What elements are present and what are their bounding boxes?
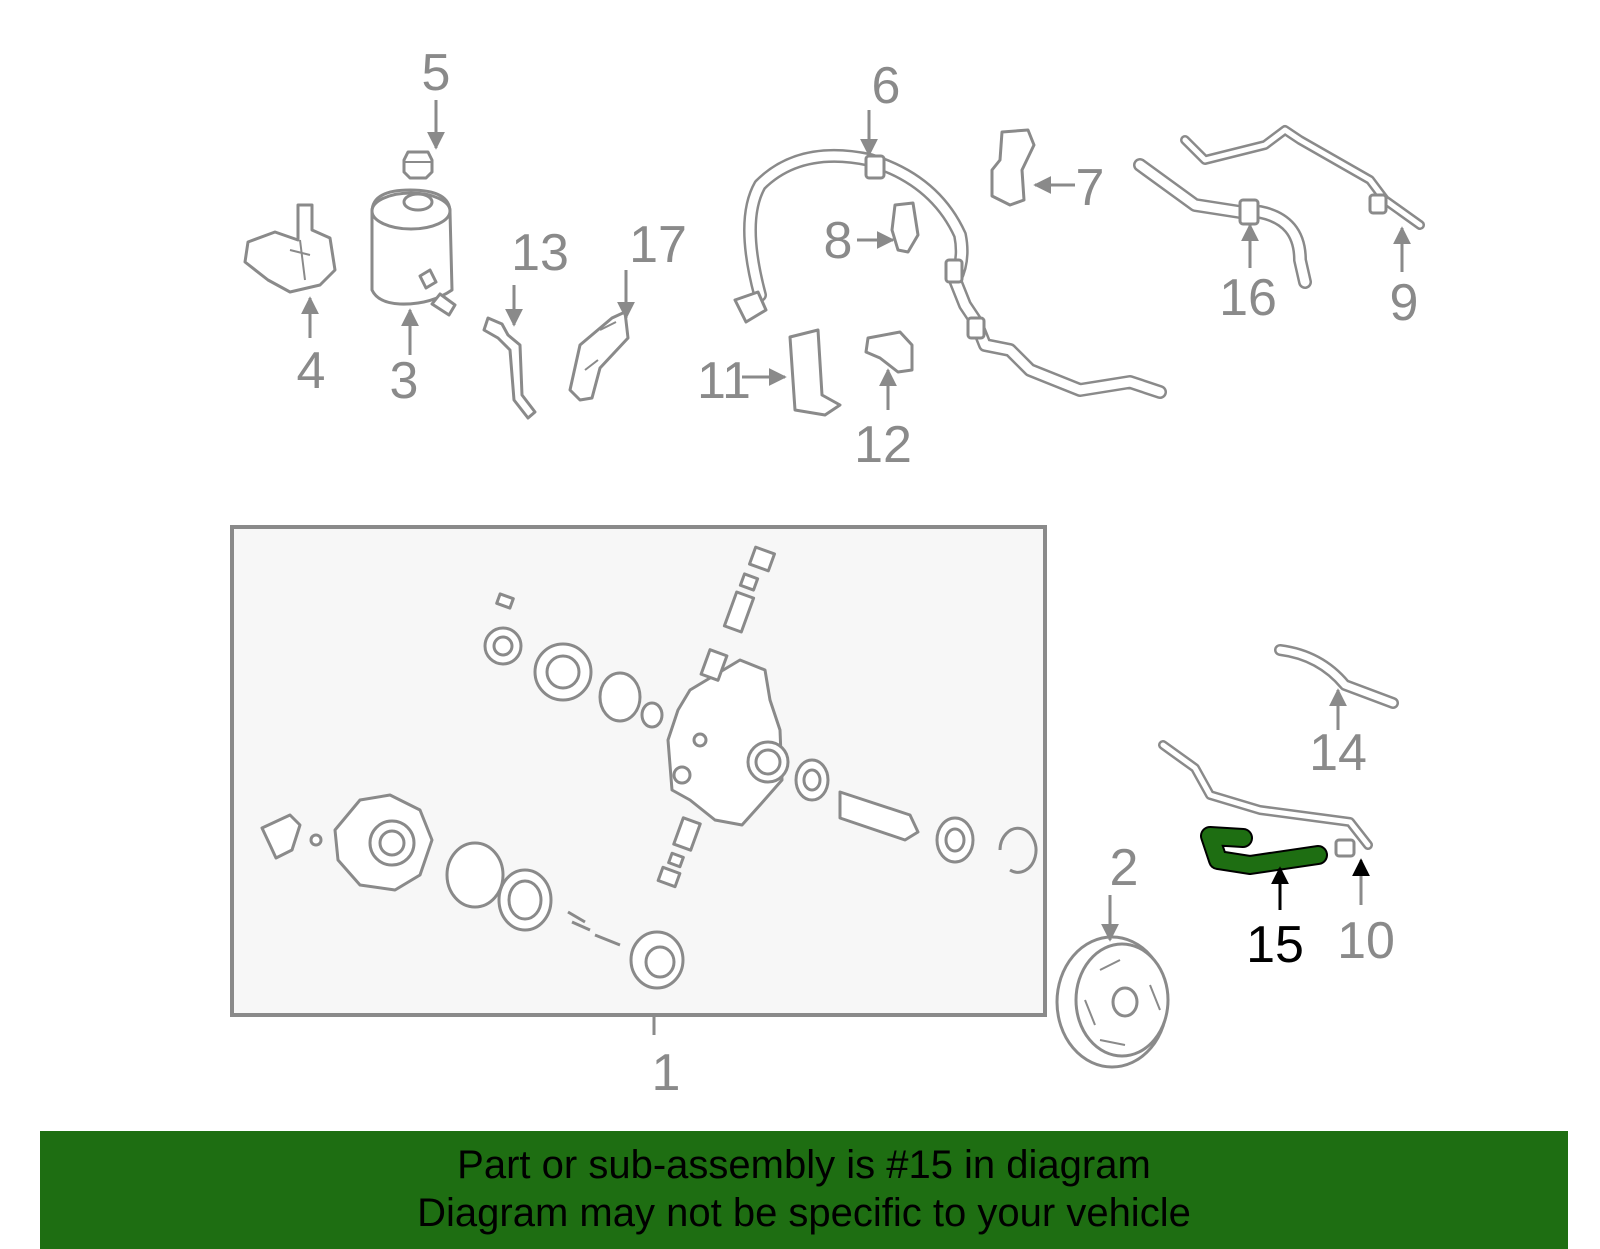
callout-1: 1 [652, 1044, 681, 1102]
part-1-pump-assembly [230, 525, 1047, 1017]
part-17-bracket [568, 310, 630, 402]
callout-7: 7 [1076, 159, 1105, 217]
part-15-highlighted-hose [1200, 826, 1328, 875]
callout-3: 3 [390, 352, 419, 410]
banner-line-1: Part or sub-assembly is #15 in diagram [457, 1143, 1151, 1187]
part-14-hose [1274, 644, 1399, 709]
part-2-pulley [1055, 935, 1170, 1069]
callout-17: 17 [629, 216, 687, 274]
part-13-hose [482, 316, 537, 420]
part-8-sensor [890, 201, 920, 254]
part-9-pipe [1180, 125, 1425, 230]
info-banner: Part or sub-assembly is #15 in diagram D… [40, 1131, 1568, 1249]
callout-16: 16 [1219, 269, 1277, 327]
callout-13: 13 [511, 224, 569, 282]
part-4-bracket [243, 203, 337, 294]
callout-12: 12 [854, 416, 912, 474]
callout-11: 11 [697, 352, 751, 410]
part-12-bracket [864, 330, 914, 374]
callout-5: 5 [422, 44, 451, 102]
part-11-bracket [788, 328, 842, 417]
callout-15: 15 [1246, 916, 1304, 974]
part-16-hose [1133, 158, 1312, 289]
leader-arrows [301, 100, 1411, 1035]
banner-line-2: Diagram may not be specific to your vehi… [417, 1191, 1191, 1235]
part-5-cap [402, 150, 434, 180]
part-10-pipe [1158, 740, 1373, 858]
callout-4: 4 [297, 342, 326, 400]
callout-10: 10 [1337, 912, 1395, 970]
part-3-reservoir [370, 188, 457, 317]
callout-8: 8 [824, 212, 853, 270]
callout-6: 6 [872, 57, 901, 115]
callout-9: 9 [1390, 274, 1419, 332]
callout-14: 14 [1309, 724, 1367, 782]
callout-2: 2 [1110, 839, 1139, 897]
part-7-clip [990, 128, 1036, 207]
